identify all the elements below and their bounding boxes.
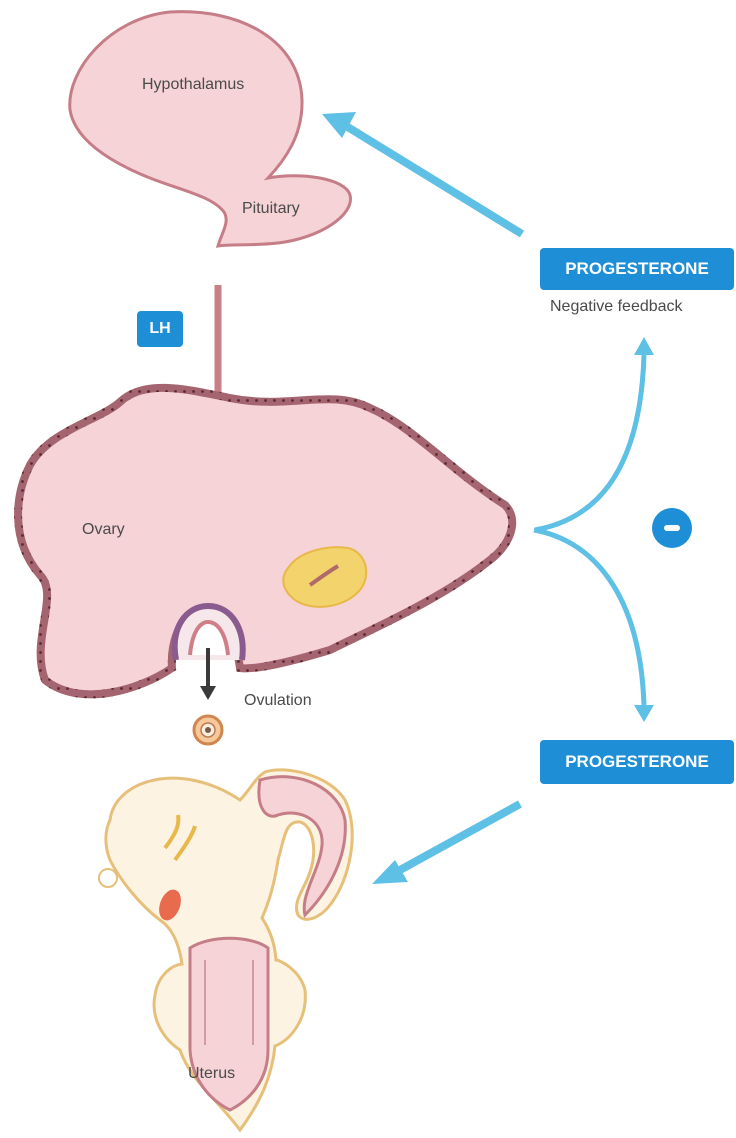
minus-circle-icon bbox=[652, 508, 692, 548]
progesterone-badge-bottom: PROGESTERONE bbox=[540, 740, 734, 784]
lh-badge: LH bbox=[137, 311, 183, 347]
uterus-label: Uterus bbox=[188, 1065, 235, 1083]
feedback-arrow-to-hypothalamus bbox=[322, 112, 522, 234]
negative-feedback-label: Negative feedback bbox=[550, 298, 683, 316]
progesterone-branch-arrow bbox=[534, 337, 654, 722]
ovary-shape bbox=[18, 388, 512, 694]
oocyte bbox=[194, 716, 222, 744]
arrow-to-uterus bbox=[372, 804, 520, 884]
hypothalamus-shape bbox=[70, 12, 351, 246]
ovary-label: Ovary bbox=[82, 521, 125, 539]
pituitary-label: Pituitary bbox=[242, 200, 300, 218]
ovulation-label: Ovulation bbox=[244, 692, 312, 710]
hypothalamus-label: Hypothalamus bbox=[142, 76, 244, 94]
progesterone-badge-top: PROGESTERONE bbox=[540, 248, 734, 290]
